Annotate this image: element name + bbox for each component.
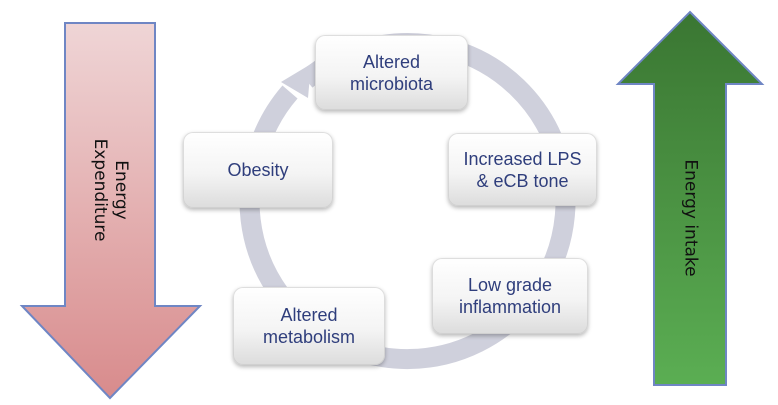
node-altered-microbiota-line1: Altered bbox=[362, 51, 421, 72]
energy-expenditure-arrow-icon bbox=[19, 22, 203, 400]
node-altered-metabolism: Altered metabolism bbox=[233, 287, 385, 365]
energy-expenditure-label: Energy Expenditure bbox=[89, 139, 131, 242]
node-low-grade-inflammation-line1: Low grade bbox=[467, 275, 553, 295]
node-low-grade-inflammation-line2: inflammation bbox=[458, 297, 562, 317]
node-altered-microbiota: Altered microbiota bbox=[315, 35, 468, 110]
node-low-grade-inflammation: Low grade inflammation bbox=[432, 258, 588, 334]
energy-intake-label-text: Energy intake bbox=[680, 159, 701, 277]
node-obesity: Obesity bbox=[183, 132, 333, 208]
node-altered-microbiota-line2: microbiota bbox=[349, 73, 434, 94]
node-altered-metabolism-line2: metabolism bbox=[262, 327, 356, 347]
node-increased-lps-line1: Increased LPS bbox=[463, 148, 582, 169]
energy-expenditure-label-line1: Energy bbox=[111, 160, 131, 220]
node-obesity-line1: Obesity bbox=[227, 160, 289, 180]
energy-expenditure-label-line2: Expenditure bbox=[90, 138, 110, 242]
node-increased-lps-line2: & eCB tone bbox=[476, 170, 569, 191]
cycle-arrowhead-icon bbox=[281, 64, 311, 98]
node-altered-metabolism-line1: Altered bbox=[280, 305, 338, 325]
node-increased-lps-ecb-tone: Increased LPS & eCB tone bbox=[448, 133, 597, 206]
energy-intake-label: Energy intake bbox=[680, 159, 701, 276]
energy-intake-arrow-icon bbox=[615, 10, 765, 386]
